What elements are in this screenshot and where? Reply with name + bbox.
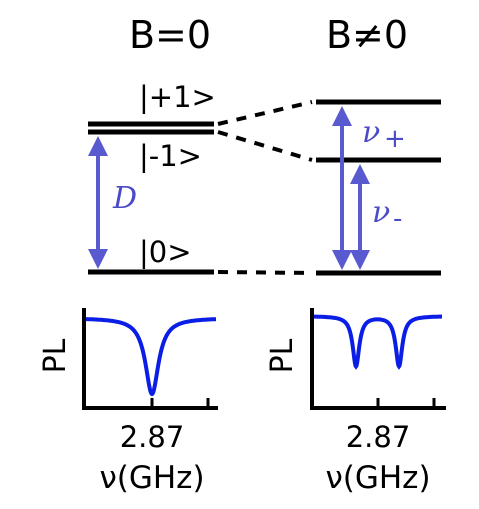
- label-nu-plus: ν: [362, 115, 380, 150]
- spectrum-right: PL 2.87 ν(GHz): [265, 308, 446, 496]
- spectrum-left-curve: [86, 317, 216, 397]
- title-b-nonzero: B≠0: [326, 13, 408, 57]
- spectrum-left-xlabel: ν(GHz): [99, 460, 204, 496]
- spectrum-right-xlabel: ν(GHz): [325, 460, 430, 496]
- label-nu-plus-sub: +: [384, 124, 406, 154]
- spectrum-left-tick-label: 2.87: [120, 420, 185, 454]
- connector-plus-one: [217, 100, 313, 126]
- label-nu-minus: ν: [372, 195, 390, 230]
- spectrum-left-ylabel: PL: [38, 338, 73, 373]
- connector-zero: [217, 270, 313, 275]
- label-nu-minus-sub: -: [393, 204, 402, 234]
- spectrum-left: PL 2.87 ν(GHz): [38, 308, 218, 496]
- label-d: D: [112, 181, 137, 216]
- ket-zero: |0>: [139, 235, 192, 269]
- spectrum-right-tick-label: 2.87: [346, 420, 411, 454]
- connector-minus-one: [217, 130, 313, 162]
- title-b-zero: B=0: [129, 13, 211, 57]
- ket-minus-one: |-1>: [139, 139, 202, 173]
- spectrum-right-curve: [314, 314, 442, 370]
- spectrum-right-ylabel: PL: [265, 338, 300, 373]
- ket-plus-one: |+1>: [139, 80, 216, 114]
